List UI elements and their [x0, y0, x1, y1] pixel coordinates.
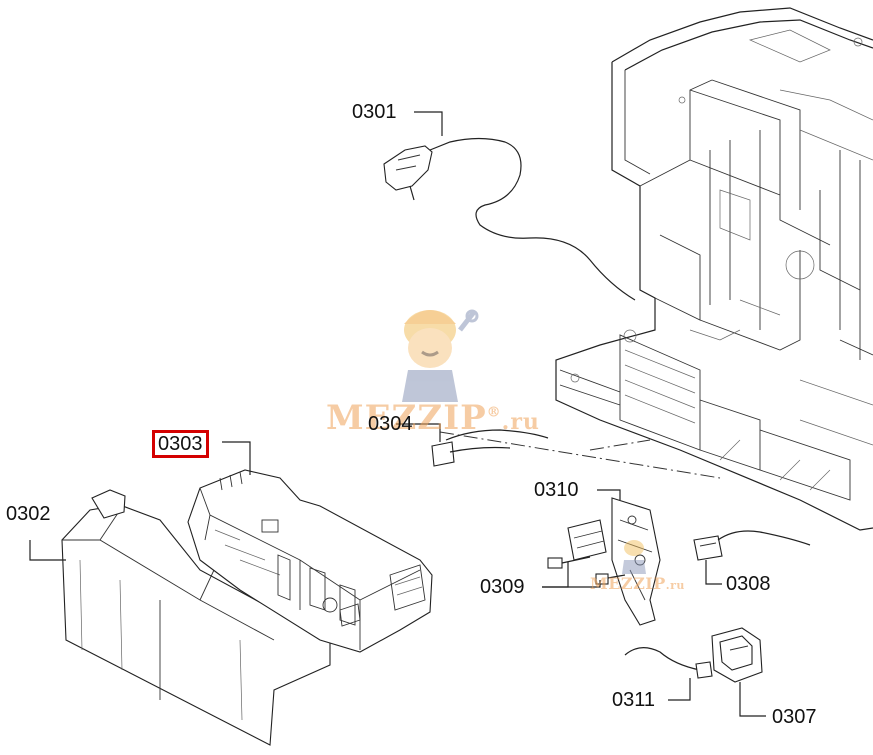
cover-housing-0302 [61, 489, 331, 746]
leader-0309b [542, 580, 601, 588]
machine-frame [555, 7, 873, 531]
control-board-0303 [187, 469, 433, 653]
watermark-registered: ® [486, 404, 502, 421]
leader-0310 [597, 489, 621, 500]
watermark-small-main: MEZZIP [590, 574, 666, 593]
reference-line [439, 431, 721, 479]
leader-0303 [222, 441, 251, 475]
part-label-0307: 0307 [772, 706, 817, 728]
leader-0308 [705, 560, 722, 585]
leader-0301 [414, 111, 443, 136]
watermark-suffix: .ru [501, 409, 540, 435]
switch-0308 [693, 530, 811, 561]
part-label-0304: 0304 [368, 413, 413, 435]
watermark-text-small: MEZZIP.ru [590, 574, 685, 593]
watermark-main: MEZZIP [326, 398, 487, 438]
terminal-block-0309 [547, 519, 626, 585]
part-label-0308: 0308 [726, 573, 771, 595]
watermark-text: MEZZIP®.ru [326, 398, 540, 438]
part-label-0301: 0301 [352, 101, 397, 123]
leader-lines [29, 111, 766, 717]
rocker-switch-0307 [711, 627, 763, 683]
leader-0307 [739, 682, 766, 717]
mascot-watermark-icon [402, 309, 479, 402]
sensor-0304 [431, 429, 549, 467]
part-label-0303: 0303 [152, 430, 209, 458]
watermark-small-suffix: .ru [665, 579, 685, 592]
leader-0302 [29, 540, 66, 561]
part-label-0309: 0309 [480, 576, 525, 598]
leader-0311 [668, 678, 691, 701]
part-label-0311: 0311 [612, 689, 656, 711]
part-label-0302: 0302 [6, 503, 51, 525]
part-label-0310: 0310 [534, 479, 579, 501]
power-cord-0301 [383, 137, 636, 301]
mascot-small-watermark-icon [622, 540, 646, 574]
leader-0304 [396, 423, 441, 442]
wire-0311 [624, 647, 713, 679]
